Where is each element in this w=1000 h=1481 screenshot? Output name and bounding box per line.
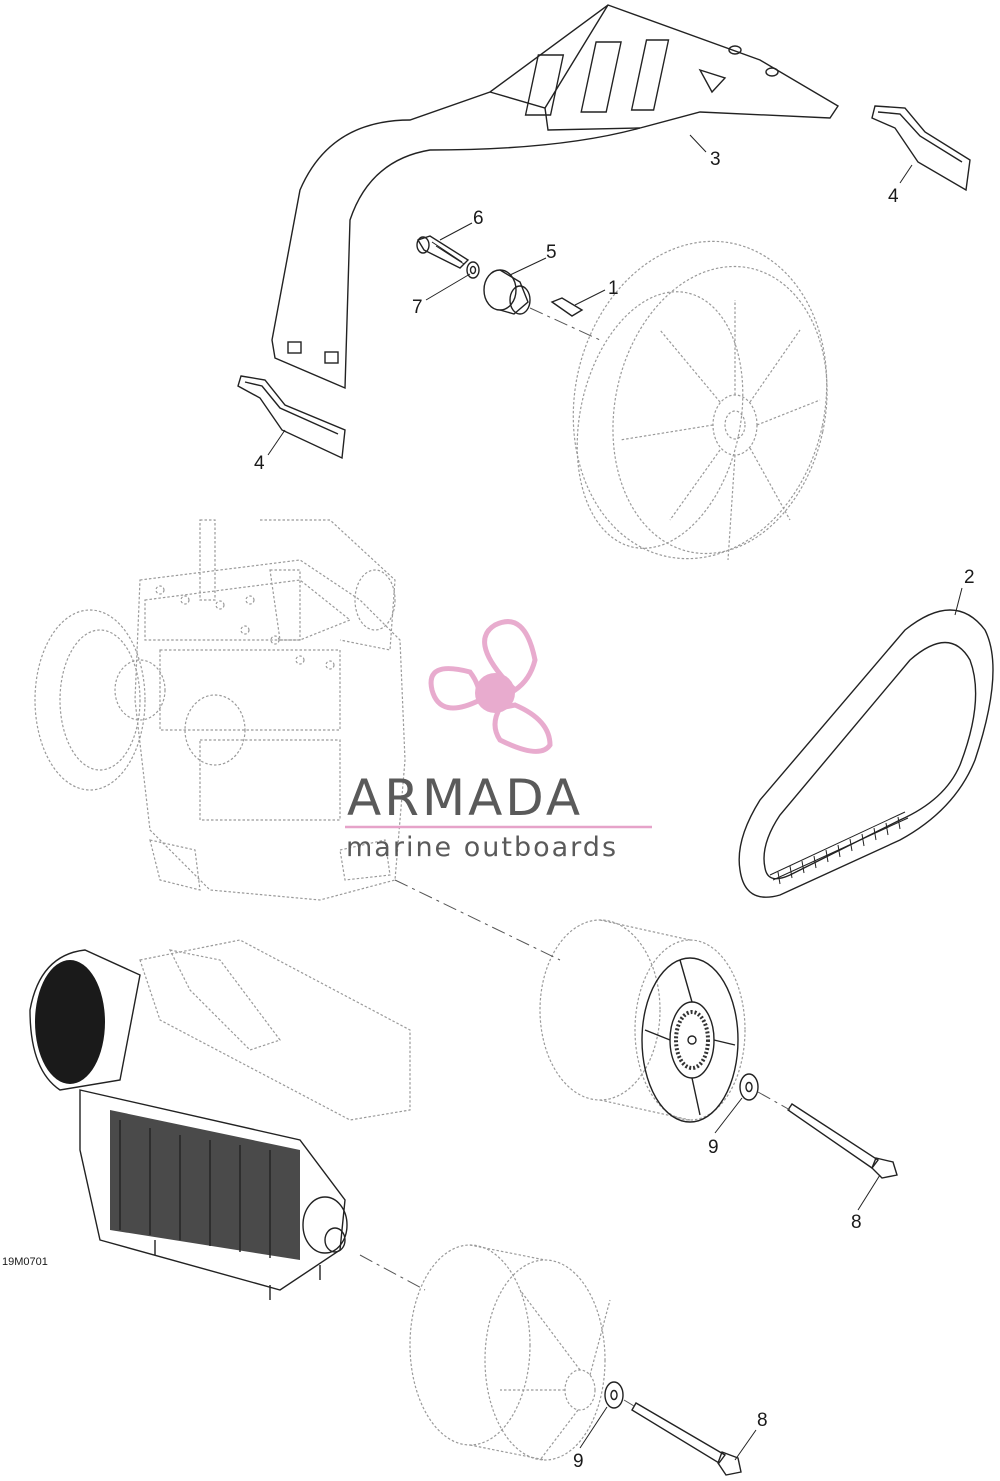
callout-8-lower: 8 xyxy=(757,1410,768,1431)
bolt-upper xyxy=(787,1103,898,1179)
washer xyxy=(466,261,480,279)
brand-name: ARMADA xyxy=(347,769,583,827)
driven-pulley-lower xyxy=(409,1244,611,1461)
drive-pulley xyxy=(539,919,746,1123)
drive-belt xyxy=(738,609,994,898)
engine-lower xyxy=(29,939,411,1300)
callout-4-top: 4 xyxy=(888,186,899,207)
bolt-lower xyxy=(631,1402,742,1476)
key xyxy=(550,297,584,317)
callout-8-upper: 8 xyxy=(851,1212,862,1233)
watermark: ARMADA marine outboards xyxy=(345,619,652,863)
callout-3: 3 xyxy=(710,149,721,170)
callout-5: 5 xyxy=(546,242,557,263)
callout-9-lower: 9 xyxy=(573,1451,584,1472)
washer-lower xyxy=(604,1381,624,1409)
callout-6: 6 xyxy=(473,208,484,229)
seal-bottom-left xyxy=(237,375,346,460)
brand-tagline: marine outboards xyxy=(346,832,618,863)
figure-code: 19M0701 xyxy=(2,1256,48,1268)
axis-lines xyxy=(359,307,791,1407)
propeller-logo-icon xyxy=(428,619,553,754)
leader-lines xyxy=(267,134,963,1461)
callout-4-left: 4 xyxy=(254,453,265,474)
screw xyxy=(416,235,470,269)
callout-1: 1 xyxy=(608,278,619,299)
seal-top-right xyxy=(871,105,971,192)
washer-upper xyxy=(739,1073,759,1101)
spacer-bushing xyxy=(483,269,531,315)
driven-pulley-upper xyxy=(572,240,828,561)
engine-ghost xyxy=(34,519,406,901)
callout-7: 7 xyxy=(412,297,423,318)
belt-guard xyxy=(271,4,839,390)
callout-2: 2 xyxy=(964,567,975,588)
callout-9-upper: 9 xyxy=(708,1137,719,1158)
